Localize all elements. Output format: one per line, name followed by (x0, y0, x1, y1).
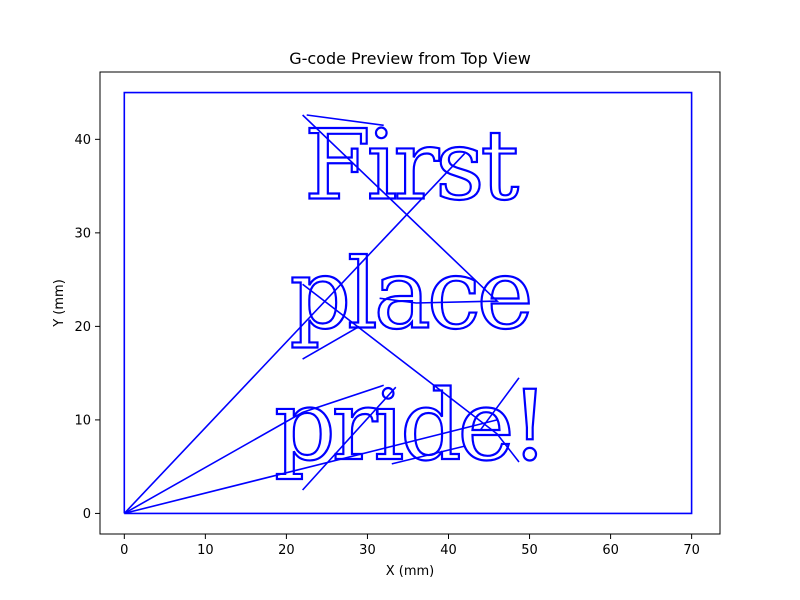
toolpath-segment-1 (123, 152, 466, 514)
x-axis-label: X (mm) (386, 564, 435, 579)
x-tick-label: 20 (278, 543, 295, 558)
toolpath-segment-0 (123, 91, 693, 515)
x-tick-label: 60 (602, 543, 619, 558)
y-axis-ticks: 0 10 20 30 40 (74, 133, 100, 522)
glyph-line-1: place (290, 238, 530, 350)
y-tick-label: 0 (83, 507, 91, 522)
toolpath-segment-4 (302, 114, 500, 304)
plot-frame (99, 71, 721, 535)
y-tick-label: 20 (74, 320, 91, 335)
x-tick-label: 30 (359, 543, 376, 558)
y-tick-label: 30 (74, 226, 91, 241)
toolpath-segment-2 (123, 384, 384, 515)
chart-title: G-code Preview from Top View (289, 49, 531, 68)
x-tick-label: 10 (197, 543, 214, 558)
toolpath-segment-5 (306, 114, 384, 127)
toolpath-segment-7 (302, 325, 360, 360)
x-tick-label: 70 (683, 543, 700, 558)
y-axis-label: Y (mm) (52, 279, 67, 328)
y-tick-label: 10 (74, 413, 91, 428)
toolpath-segment-6 (302, 283, 520, 463)
x-tick-label: 50 (521, 543, 538, 558)
glyph-line-0: First (304, 109, 518, 221)
toolpath-segment-3 (124, 419, 498, 515)
toolpath-segment-10 (480, 377, 520, 430)
toolpath-segment-9 (391, 445, 465, 465)
y-tick-label: 40 (74, 133, 91, 148)
x-tick-label: 40 (440, 543, 457, 558)
toolpath-lines (123, 91, 693, 515)
x-tick-label: 0 (120, 543, 128, 558)
x-axis-ticks: 0 10 20 30 40 50 60 70 (120, 534, 700, 558)
toolpath-segment-8 (302, 386, 397, 491)
